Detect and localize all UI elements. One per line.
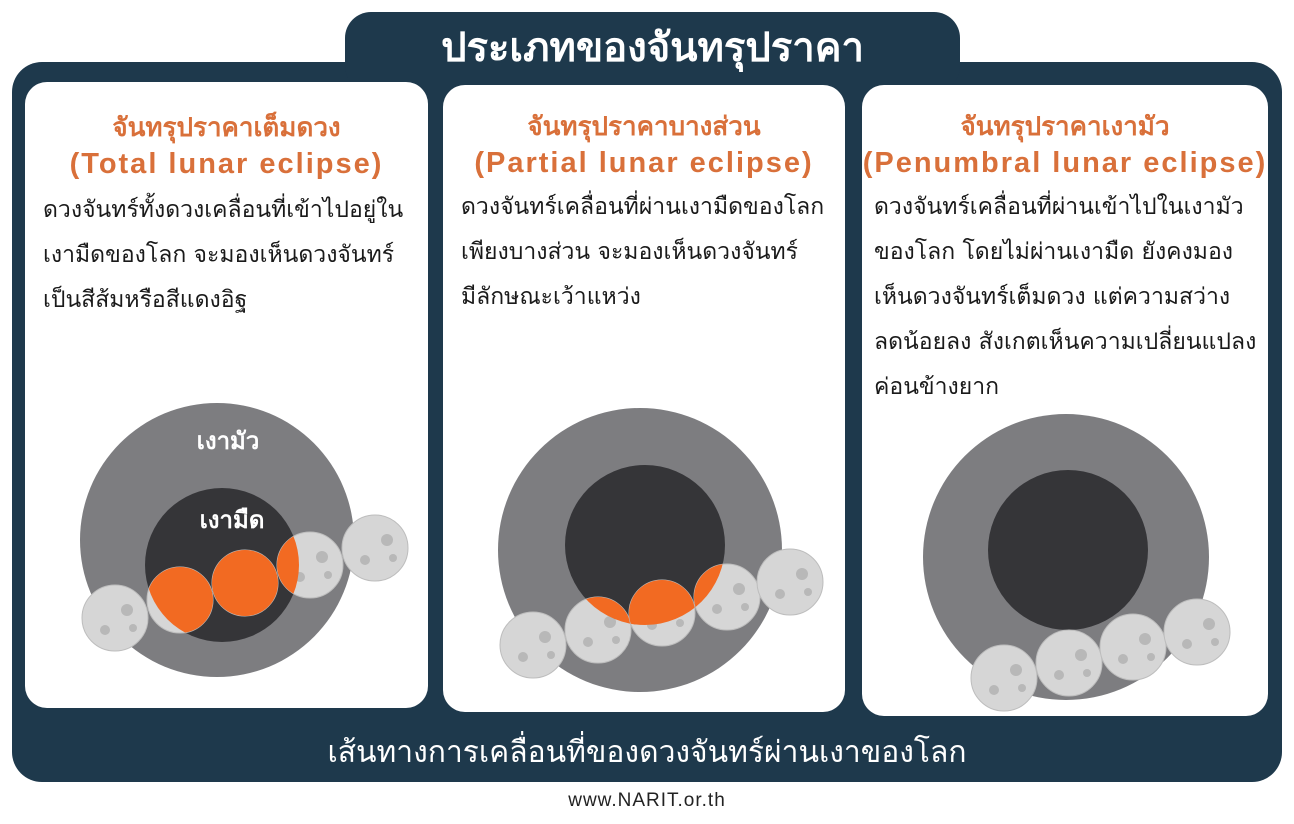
moon-crater [381, 534, 393, 546]
moon [146, 566, 214, 634]
moon [564, 596, 632, 664]
description-line: ลดน้อยลง สังเกตเห็นความเปลี่ยนแปลง [874, 329, 1257, 355]
moon-crater [741, 603, 749, 611]
eclipsed-moon-part [629, 580, 695, 625]
moon-crater [1083, 669, 1091, 677]
moon [341, 514, 409, 582]
moon [970, 644, 1038, 712]
moon [628, 579, 696, 647]
moon-crater [389, 554, 397, 562]
moon-crater [1147, 653, 1155, 661]
moon-crater [518, 652, 528, 662]
moon-crater [1054, 670, 1064, 680]
card-description: ดวงจันทร์เคลื่อนที่ผ่านเงามืดของโลก เพีย… [461, 185, 835, 320]
moon-crater [804, 588, 812, 596]
moon [1099, 613, 1167, 681]
moon-crater [1139, 633, 1151, 645]
description-line: เป็นสีส้มหรือสีแดงอิฐ [43, 287, 248, 313]
moon-crater [1010, 664, 1022, 676]
eclipsed-moon-part [277, 532, 299, 598]
penumbra-label: เงามัว [197, 427, 260, 455]
umbra [565, 465, 725, 625]
website-url: www.NARIT.or.th [568, 790, 726, 811]
penumbral-eclipse-diagram [923, 414, 1231, 712]
moon [1035, 629, 1103, 697]
moon [499, 611, 567, 679]
moon-crater [324, 571, 332, 579]
moon-crater [1182, 639, 1192, 649]
description-line: ดวงจันทร์เคลื่อนที่ผ่านเงามืดของโลก [461, 194, 825, 220]
moon-crater [1018, 684, 1026, 692]
description-line: ดวงจันทร์ทั้งดวงเคลื่อนที่เข้าไปอยู่ใน [43, 197, 404, 223]
description-line: มีลักษณะเว้าแหว่ง [461, 284, 641, 310]
moon-crater [539, 631, 551, 643]
moon-crater [100, 625, 110, 635]
main-title: ประเภทของจันทรุปราคา [441, 25, 864, 71]
card-description: ดวงจันทร์เคลื่อนที่ผ่านเข้าไปในเงามัว ขอ… [874, 185, 1258, 410]
card-title-th: จันทรุปราคาเต็มดวง [112, 113, 341, 143]
card-title-en: (Partial lunar eclipse) [474, 147, 814, 179]
moon-crater [1211, 638, 1219, 646]
eclipsed-moon-part [212, 550, 278, 616]
moon-crater [733, 583, 745, 595]
moon [81, 584, 149, 652]
description-line: เงามืดของโลก จะมองเห็นดวงจันทร์ [43, 242, 395, 268]
moon [756, 548, 824, 616]
moon-crater [1075, 649, 1087, 661]
description-line: ค่อนข้างยาก [874, 374, 1000, 400]
card-description: ดวงจันทร์ทั้งดวงเคลื่อนที่เข้าไปอยู่ใน เ… [43, 188, 418, 323]
umbra-label: เงามืด [200, 506, 265, 534]
title-tab [345, 12, 960, 92]
moon-crater [1203, 618, 1215, 630]
umbra [988, 470, 1148, 630]
moon-crater [121, 604, 133, 616]
description-line: ดวงจันทร์เคลื่อนที่ผ่านเข้าไปในเงามัว [874, 194, 1244, 220]
moon-crater [583, 637, 593, 647]
moon-crater [1118, 654, 1128, 664]
card-title-th: จันทรุปราคาเงามัว [960, 112, 1170, 142]
moon [693, 563, 761, 631]
moon-crater [989, 685, 999, 695]
moon-crater [676, 619, 684, 627]
moon-crater [360, 555, 370, 565]
moon-crater [796, 568, 808, 580]
footer-caption: เส้นทางการเคลื่อนที่ของดวงจันทร์ผ่านเงาข… [327, 735, 967, 770]
partial-eclipse-diagram [498, 408, 824, 692]
card-title-th: จันทรุปราคาบางส่วน [527, 112, 761, 142]
total-eclipse-diagram: เงามัว เงามืด [80, 403, 409, 677]
card-title-en: (Penumbral lunar eclipse) [862, 147, 1268, 179]
card-title-en: (Total lunar eclipse) [69, 148, 384, 180]
moon [276, 531, 344, 599]
moon [1163, 598, 1231, 666]
moon-crater [547, 651, 555, 659]
moon-crater [316, 551, 328, 563]
description-line: เห็นดวงจันทร์เต็มดวง แต่ความสว่าง [874, 284, 1231, 310]
description-line: เพียงบางส่วน จะมองเห็นดวงจันทร์ [461, 239, 799, 265]
moon-crater [775, 589, 785, 599]
moon [211, 549, 279, 617]
description-line: ของโลก โดยไม่ผ่านเงามืด ยังคงมอง [874, 239, 1234, 265]
moon-crater [129, 624, 137, 632]
moon-crater [612, 636, 620, 644]
moon-crater [604, 616, 616, 628]
moon-crater [712, 604, 722, 614]
